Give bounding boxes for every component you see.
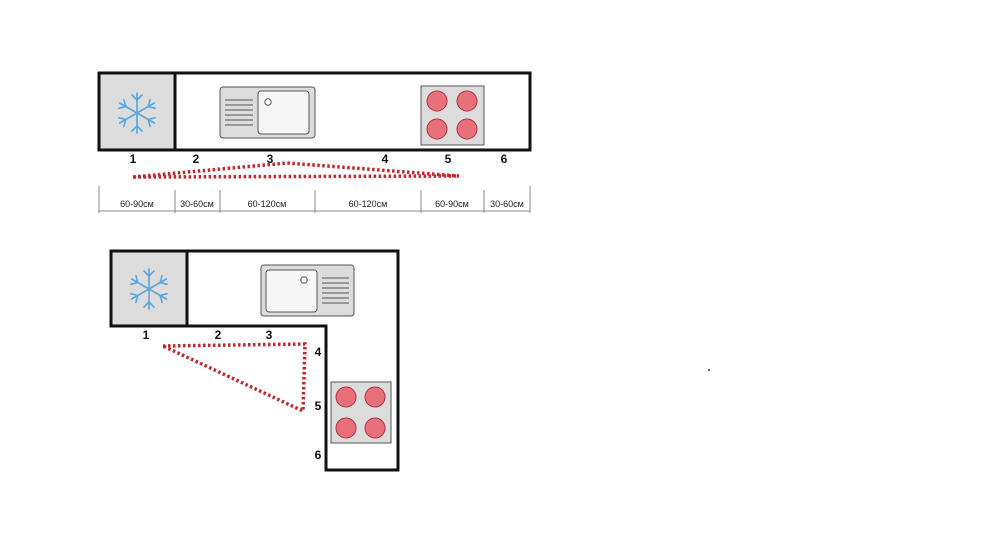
stray-dot [708, 369, 710, 371]
dimension-label: 30-60см [180, 199, 214, 209]
zone-number: 3 [266, 328, 273, 342]
work-triangle [162, 342, 307, 414]
zone-number: 3 [267, 152, 274, 166]
corner-layout: 1 2 3 4 5 6 [109, 249, 400, 472]
dimension-label: 60-120см [349, 199, 388, 209]
dimension-label: 60-90см [435, 199, 469, 209]
zone-number: 5 [315, 399, 322, 413]
zone-number: 1 [143, 328, 150, 342]
hob-icon [330, 381, 392, 444]
zone-number: 6 [501, 152, 508, 166]
dimension-label: 60-90см [120, 199, 154, 209]
zone-number: 5 [445, 152, 452, 166]
sink-icon [219, 86, 316, 139]
zone-number: 2 [193, 152, 200, 166]
work-triangle [132, 161, 460, 179]
zone-number: 6 [315, 448, 322, 462]
zone-number: 1 [130, 152, 137, 166]
zone-number: 4 [382, 152, 389, 166]
zone-number: 2 [215, 328, 222, 342]
dimension-label: 30-60см [490, 199, 524, 209]
dimension-line [98, 186, 531, 213]
linear-layout: 1 2 3 4 5 6 60-90см 30-60см 60-120см 60-… [97, 71, 532, 213]
zone-number: 4 [315, 345, 322, 359]
hob-icon [420, 85, 485, 146]
sink-icon [260, 264, 355, 317]
dimension-label: 60-120см [248, 199, 287, 209]
